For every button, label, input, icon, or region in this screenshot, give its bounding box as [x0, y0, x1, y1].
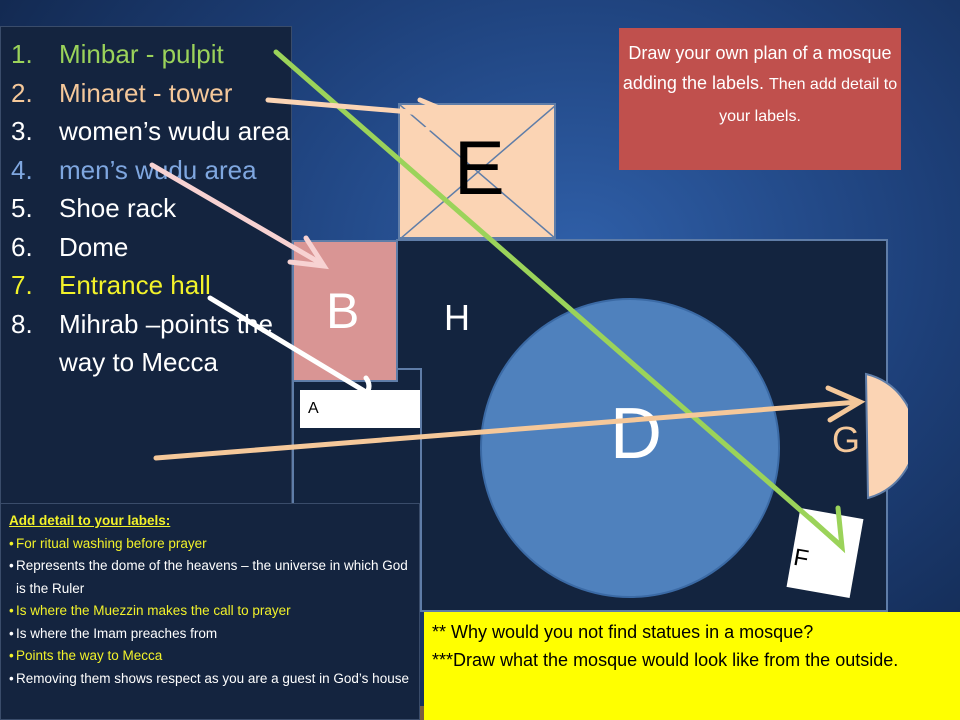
labels-panel: 1.Minbar - pulpit 2.Minaret - tower 3.wo…: [0, 26, 292, 506]
detail-item: Points the way to Mecca: [9, 645, 413, 668]
detail-box: Add detail to your labels: For ritual wa…: [0, 503, 420, 720]
label-a: A: [308, 400, 319, 417]
question-box: ** Why would you not find statues in a m…: [424, 612, 960, 720]
list-item-mihrab: 8.Mihrab –points the way to Mecca: [11, 308, 273, 378]
question-line-2: ***Draw what the mosque would look like …: [432, 650, 899, 670]
list-item-entrance-hall: 7.Entrance hall: [11, 270, 211, 300]
detail-item: Is where the Muezzin makes the call to p…: [9, 600, 413, 623]
label-e: E: [454, 126, 505, 211]
list-item-minbar: 1.Minbar - pulpit: [11, 39, 224, 69]
detail-item: For ritual washing before prayer: [9, 533, 413, 556]
detail-item: Represents the dome of the heavens – the…: [9, 555, 413, 600]
label-a-box: A: [300, 390, 420, 428]
list-item-shoe-rack: 5.Shoe rack: [11, 193, 177, 223]
detail-item: Removing them shows respect as you are a…: [9, 668, 413, 691]
label-h: H: [444, 297, 470, 338]
list-item-mens-wudu: 4.men’s wudu area: [11, 154, 257, 185]
labels-list: 1.Minbar - pulpit 2.Minaret - tower 3.wo…: [11, 35, 291, 382]
mihrab-shape: [864, 372, 908, 500]
detail-item: Is where the Imam preaches from: [9, 623, 413, 646]
minaret-box: E: [398, 103, 556, 239]
instruction-box: Draw your own plan of a mosque adding th…: [619, 28, 901, 170]
label-f-box: F: [786, 508, 864, 598]
question-line-1: ** Why would you not find statues in a m…: [432, 622, 814, 642]
list-item-womens-wudu: 3.women’s wudu area: [11, 116, 290, 146]
list-item-minaret: 2.Minaret - tower: [11, 77, 233, 108]
label-b: B: [326, 283, 360, 339]
detail-list: For ritual washing before prayer Represe…: [9, 533, 413, 691]
list-item-dome: 6.Dome: [11, 231, 129, 262]
shoe-rack-box: B: [292, 240, 398, 382]
label-d: D: [610, 394, 662, 474]
label-g: G: [832, 419, 861, 460]
detail-heading: Add detail to your labels:: [9, 513, 171, 528]
label-f: F: [791, 543, 811, 573]
